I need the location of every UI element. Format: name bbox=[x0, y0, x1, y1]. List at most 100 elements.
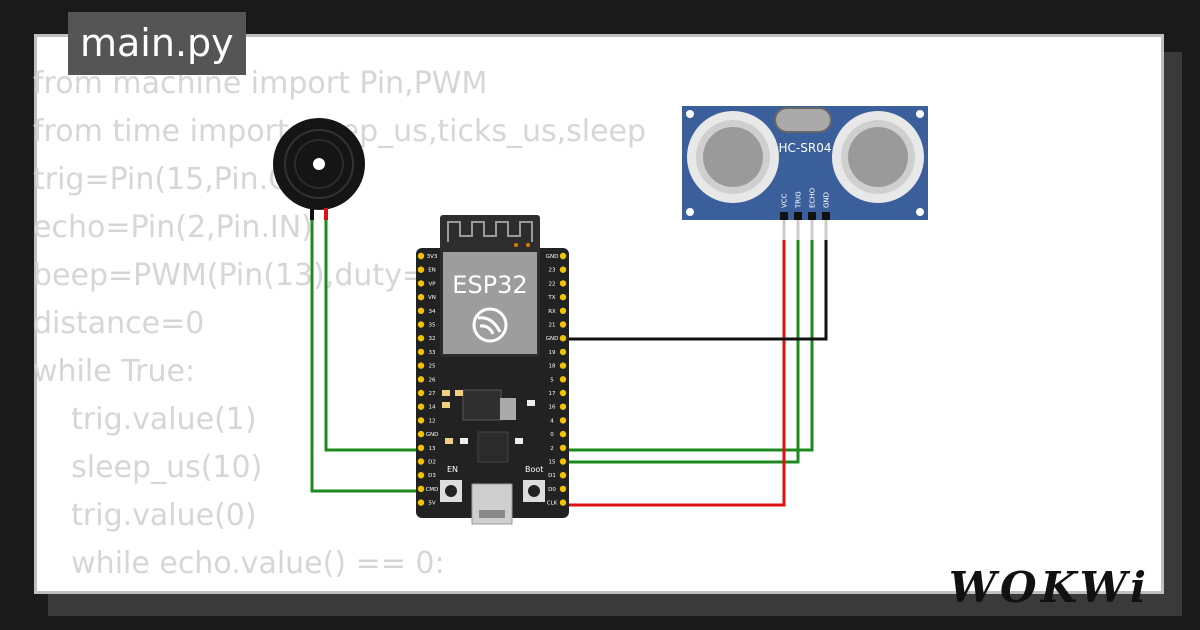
mount-hole-bl bbox=[686, 208, 694, 216]
header-pin-left-12[interactable] bbox=[417, 417, 425, 424]
header-pin-left-18[interactable] bbox=[417, 499, 425, 506]
pin-label: 17 bbox=[549, 391, 556, 397]
boot-button-cap bbox=[528, 485, 540, 497]
header-pin-left-1[interactable] bbox=[417, 266, 425, 273]
header-pin-right-16[interactable] bbox=[559, 472, 567, 479]
pin-label: 32 bbox=[429, 336, 436, 342]
header-pin-left-3[interactable] bbox=[417, 293, 425, 301]
boot-button[interactable] bbox=[523, 480, 545, 502]
sensor-pin-echo[interactable] bbox=[810, 220, 814, 240]
pin-label: 22 bbox=[549, 281, 556, 287]
header-pin-right-2[interactable] bbox=[559, 280, 567, 287]
header-pin-left-14[interactable] bbox=[417, 444, 425, 451]
header-pin-right-18[interactable] bbox=[559, 499, 567, 506]
header-pin-right-9[interactable] bbox=[559, 376, 567, 383]
pin-label: 21 bbox=[549, 323, 556, 329]
pin-label: 13 bbox=[429, 446, 436, 452]
smd-5 bbox=[445, 438, 453, 444]
left-header bbox=[417, 252, 425, 506]
regulator-chip bbox=[462, 389, 502, 421]
header-pin-right-11[interactable] bbox=[559, 403, 567, 410]
header-pin-left-5[interactable] bbox=[417, 321, 425, 328]
header-pin-left-0[interactable] bbox=[417, 252, 425, 260]
header-pin-left-4[interactable] bbox=[417, 307, 425, 314]
header-pin-left-16[interactable] bbox=[417, 472, 425, 479]
header-pin-right-1[interactable] bbox=[559, 266, 567, 273]
mount-hole-br bbox=[916, 208, 924, 216]
sensor-pin-label: TRIG bbox=[795, 191, 803, 209]
pin-label: CLK bbox=[547, 501, 558, 507]
code-line: trig.value(0) bbox=[33, 498, 257, 533]
header-pin-left-15[interactable] bbox=[417, 458, 425, 465]
en-button[interactable] bbox=[440, 480, 462, 502]
wire-buzzer-to-gnd bbox=[310, 215, 420, 493]
header-pin-left-10[interactable] bbox=[417, 389, 425, 397]
sensor-pin-socket bbox=[794, 212, 802, 220]
pin-label: 18 bbox=[549, 364, 556, 370]
header-pin-right-8[interactable] bbox=[559, 362, 567, 369]
header-pin-right-10[interactable] bbox=[559, 389, 567, 397]
header-pin-left-13[interactable] bbox=[417, 430, 425, 438]
smd-7 bbox=[515, 438, 523, 444]
buzzer-lead-neg bbox=[310, 208, 314, 220]
pin-label: TX bbox=[547, 295, 555, 301]
sensor-pin-socket bbox=[822, 212, 830, 220]
header-pin-right-5[interactable] bbox=[559, 321, 567, 328]
code-line: sleep_us(10) bbox=[33, 450, 263, 485]
pin-label: 0 bbox=[550, 432, 554, 438]
pin-label: 14 bbox=[429, 405, 436, 411]
pin-label: 33 bbox=[429, 350, 436, 356]
pin-label: 23 bbox=[549, 268, 556, 274]
esp32-shield bbox=[443, 252, 537, 354]
transducer-left-mesh bbox=[703, 127, 763, 187]
pin-label: 3V3 bbox=[427, 254, 438, 260]
buzzer-hole bbox=[313, 158, 325, 170]
header-pin-left-11[interactable] bbox=[417, 403, 425, 410]
wire-buzzer-to-gpio13 bbox=[324, 215, 420, 452]
header-pin-left-17[interactable] bbox=[417, 485, 425, 493]
header-pin-left-7[interactable] bbox=[417, 348, 425, 356]
sensor-pin-trig[interactable] bbox=[796, 220, 800, 240]
wire-gnd bbox=[563, 240, 828, 341]
header-pin-right-4[interactable] bbox=[559, 307, 567, 314]
header-pin-right-15[interactable] bbox=[559, 458, 567, 465]
header-pin-right-3[interactable] bbox=[559, 293, 567, 301]
header-pin-right-0[interactable] bbox=[559, 252, 567, 260]
pin-label: D0 bbox=[548, 487, 556, 493]
header-pin-left-8[interactable] bbox=[417, 362, 425, 369]
code-line: while echo.value() == 0: bbox=[33, 546, 445, 581]
header-pin-right-12[interactable] bbox=[559, 417, 567, 424]
header-pin-right-17[interactable] bbox=[559, 485, 567, 493]
usb-uart-chip bbox=[477, 431, 509, 463]
transducer-left bbox=[687, 111, 779, 203]
espressif-logo-icon bbox=[472, 307, 508, 343]
header-pin-left-2[interactable] bbox=[417, 280, 425, 287]
header-pin-left-6[interactable] bbox=[417, 335, 425, 342]
buzzer-ring bbox=[284, 129, 354, 199]
pin-label: 15 bbox=[549, 460, 556, 466]
buzzer[interactable] bbox=[273, 118, 365, 220]
sensor-pin-gnd[interactable] bbox=[824, 220, 828, 240]
pin-label: GND bbox=[426, 432, 439, 438]
pin-label: GND bbox=[546, 254, 559, 260]
left-pin-labels: 3V3ENVPVN343532332526271412GND13D2D3CMD5… bbox=[426, 254, 439, 507]
pin-label: D3 bbox=[428, 473, 436, 479]
header-pin-right-14[interactable] bbox=[559, 444, 567, 451]
smd-1 bbox=[442, 390, 450, 396]
pin-label: D1 bbox=[548, 473, 556, 479]
code-line: echo=Pin(2,Pin.IN) bbox=[33, 210, 313, 245]
pin-label: VP bbox=[428, 281, 436, 287]
smd-3 bbox=[455, 390, 463, 396]
pin-label: EN bbox=[428, 268, 436, 274]
header-pin-right-6[interactable] bbox=[559, 335, 567, 342]
file-tab[interactable]: main.py bbox=[68, 12, 246, 75]
sensor-pin-vcc[interactable] bbox=[782, 220, 786, 240]
header-pin-left-9[interactable] bbox=[417, 376, 425, 383]
pin-label: CMD bbox=[426, 487, 439, 493]
smd-2 bbox=[442, 402, 450, 408]
header-pin-right-13[interactable] bbox=[559, 430, 567, 438]
header-pin-right-7[interactable] bbox=[559, 348, 567, 356]
smd-4 bbox=[527, 400, 535, 406]
